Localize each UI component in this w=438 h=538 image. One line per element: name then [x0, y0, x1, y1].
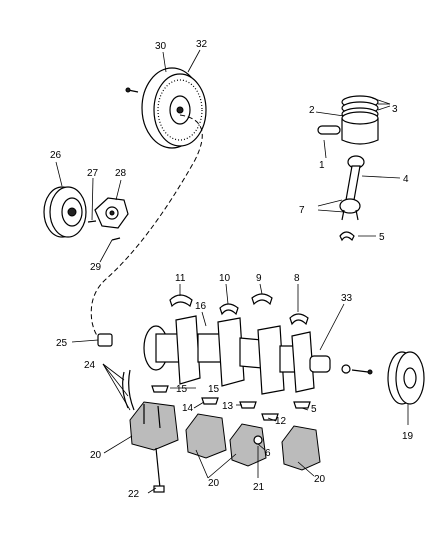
callout-15-right: 15: [208, 384, 220, 395]
callout-15-left: 15: [176, 384, 188, 395]
thrust-washers: [122, 369, 135, 411]
callout-26: 26: [50, 150, 62, 161]
callout-20-right: 20: [314, 474, 326, 485]
callout-25: 25: [56, 338, 68, 349]
callout-6: 6: [265, 448, 271, 459]
callout-19: 19: [402, 431, 414, 442]
callout-7: 7: [299, 205, 305, 216]
crankshaft: [143, 315, 373, 395]
leader-lines: [55, 49, 409, 494]
main-bearing-caps: [129, 401, 321, 471]
callout-29: 29: [90, 262, 102, 273]
nut: [253, 435, 263, 445]
callout-11: 11: [175, 273, 186, 284]
callout-1: 1: [319, 160, 325, 171]
callout-13: 13: [222, 401, 234, 412]
callout-16: 16: [195, 301, 207, 312]
callout-27: 27: [87, 168, 99, 179]
callout-21: 21: [253, 482, 265, 493]
callout-28: 28: [115, 168, 127, 179]
pilot-bearing: [97, 333, 113, 347]
callout-5-lower: 5: [311, 404, 317, 415]
piston-assembly: [317, 95, 379, 145]
callout-2: 2: [309, 105, 315, 116]
lower-main-bearings: [151, 385, 311, 421]
callout-22: 22: [128, 489, 140, 500]
crank-sprocket: [387, 351, 425, 405]
callout-5-upper: 5: [379, 232, 385, 243]
cap-bolt: [153, 447, 165, 493]
callout-9: 9: [256, 273, 262, 284]
flexplate-assembly: [125, 67, 207, 149]
callout-4: 4: [403, 174, 409, 185]
callout-8: 8: [294, 273, 300, 284]
hub-plate: [87, 197, 129, 241]
callout-20-middle: 20: [208, 478, 220, 489]
callout-12: 12: [275, 416, 287, 427]
callout-3: 3: [392, 104, 398, 115]
callout-14: 14: [182, 403, 194, 414]
chain-path: [90, 114, 203, 341]
callout-33: 33: [341, 293, 353, 304]
callout-labels: 30 32 2 3 1 4 7 5 26 27 28 29 25 11 10 9…: [50, 39, 414, 500]
callout-30: 30: [155, 41, 167, 52]
upper-main-bearings: [169, 293, 309, 326]
callout-24: 24: [84, 360, 96, 371]
callout-20-left: 20: [90, 450, 102, 461]
rod-bearing-upper: [339, 231, 355, 242]
connecting-rod: [339, 155, 365, 221]
callout-32: 32: [196, 39, 208, 50]
callout-10: 10: [219, 273, 231, 284]
vibration-damper: [43, 186, 87, 238]
